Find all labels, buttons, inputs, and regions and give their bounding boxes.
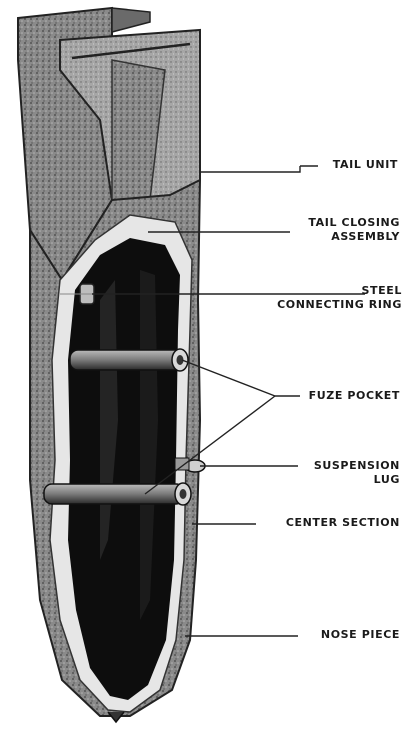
fuze-pocket-shape-lower — [44, 483, 191, 505]
label-nose-piece: NOSE PIECE — [321, 628, 400, 642]
label-suspension-lug: SUSPENSION LUG — [314, 459, 400, 487]
label-tail-unit: TAIL UNIT — [333, 158, 398, 172]
label-tail-closing-assembly: TAIL CLOSING ASSEMBLY — [308, 216, 400, 244]
fuze-pocket-shape-upper — [70, 349, 188, 371]
label-fuze-pocket: FUZE POCKET — [309, 389, 400, 403]
label-steel-connecting-ring: STEEL CONNECTING RING — [277, 284, 402, 312]
label-center-section: CENTER SECTION — [286, 516, 400, 530]
leader-line-tail-unit — [200, 166, 300, 172]
